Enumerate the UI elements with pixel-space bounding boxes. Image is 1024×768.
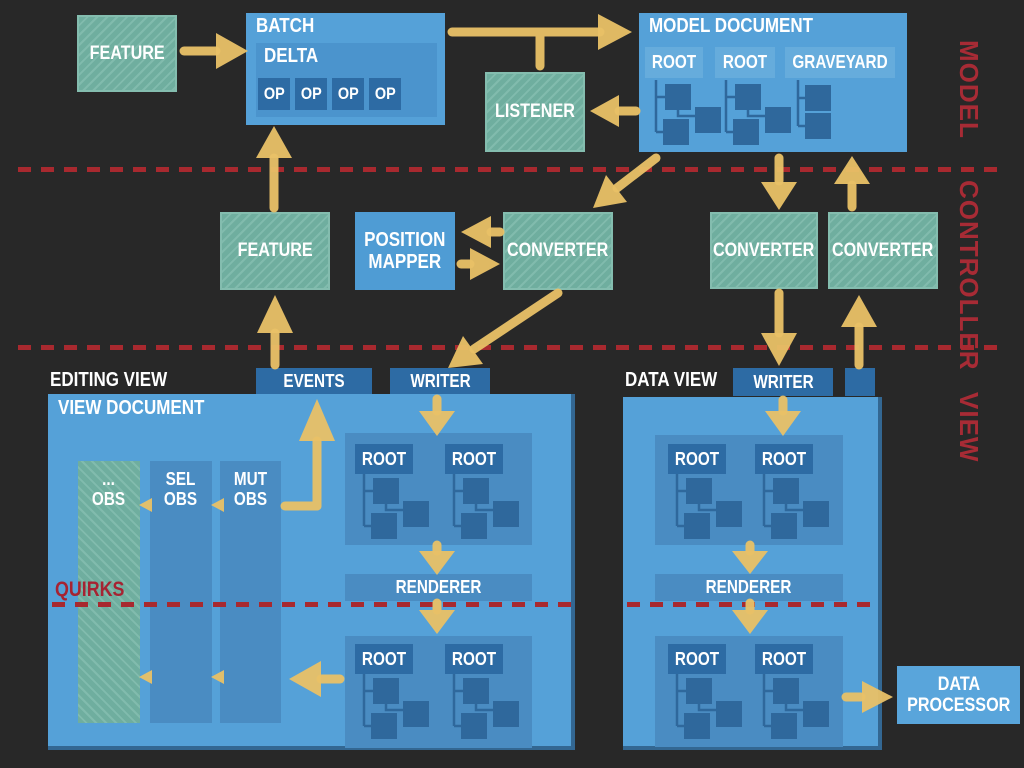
observer-line2: OBS bbox=[92, 489, 126, 510]
data-processor-box: DATA PROCESSOR bbox=[897, 666, 1020, 724]
converter-box: CONVERTER bbox=[503, 212, 613, 290]
root-tab: ROOT bbox=[755, 644, 813, 674]
delta-title: DELTA bbox=[264, 45, 319, 67]
observer-line2: OBS bbox=[164, 489, 198, 510]
view-document-title: VIEW DOCUMENT bbox=[58, 397, 205, 419]
op-box: OP bbox=[258, 78, 290, 110]
layer-label-model: MODEL bbox=[954, 40, 984, 139]
position-mapper-box: POSITION MAPPER bbox=[355, 212, 455, 290]
roots-panel-bottom: ROOT ROOT bbox=[655, 636, 843, 747]
roots-panel-top: ROOT ROOT bbox=[345, 433, 532, 545]
converter-box: CONVERTER bbox=[828, 212, 938, 289]
data-view-heading: DATA VIEW bbox=[625, 369, 718, 391]
feature-box-controller: FEATURE bbox=[220, 212, 330, 290]
root-tab: ROOT bbox=[355, 444, 413, 474]
feature-label: FEATURE bbox=[237, 240, 313, 261]
quirks-divider bbox=[52, 602, 571, 607]
root-tab: ROOT bbox=[668, 644, 726, 674]
renderer-bar: RENDERER bbox=[655, 574, 843, 601]
observer-line1: ... bbox=[102, 469, 116, 489]
root-tab: ROOT bbox=[355, 644, 413, 674]
layer-label-view: VIEW bbox=[954, 392, 984, 463]
writer-tab-data: WRITER bbox=[733, 368, 833, 396]
node-tree-graveyard bbox=[796, 80, 831, 139]
editing-view-heading: EDITING VIEW bbox=[50, 369, 168, 391]
events-tab: EVENTS bbox=[256, 368, 372, 394]
roots-panel-top: ROOT ROOT bbox=[655, 435, 843, 545]
renderer-divider bbox=[627, 602, 878, 607]
converter-label: CONVERTER bbox=[832, 239, 934, 261]
node-tree bbox=[762, 474, 829, 539]
roots-panel-bottom: ROOT ROOT bbox=[345, 636, 532, 748]
root-tab: ROOT bbox=[715, 47, 775, 78]
graveyard-tab: GRAVEYARD bbox=[785, 47, 895, 78]
observer-line1: MUT bbox=[233, 469, 268, 489]
data-view-box: ROOT ROOT RENDERER ROOT ROOT bbox=[623, 397, 882, 750]
converter-label: CONVERTER bbox=[507, 240, 609, 261]
op-box: OP bbox=[369, 78, 401, 110]
position-mapper-line1: POSITION bbox=[364, 228, 446, 251]
root-tab: ROOT bbox=[668, 444, 726, 474]
node-tree bbox=[452, 474, 519, 539]
quirks-label: QUIRKS bbox=[55, 578, 125, 601]
data-processor-line2: PROCESSOR bbox=[906, 695, 1011, 716]
position-mapper-line2: MAPPER bbox=[368, 251, 442, 273]
node-tree bbox=[675, 474, 742, 539]
node-tree bbox=[724, 80, 791, 145]
node-tree bbox=[654, 80, 721, 145]
node-tree bbox=[452, 674, 519, 739]
model-controller-divider bbox=[18, 167, 1006, 172]
view-document-box: VIEW DOCUMENT ... OBS SEL OBS MUT OBS QU… bbox=[48, 394, 575, 750]
batch-title: BATCH bbox=[256, 15, 315, 37]
listener-box: LISTENER bbox=[485, 72, 585, 152]
root-tab: ROOT bbox=[645, 47, 703, 78]
observer-line1: SEL bbox=[166, 469, 196, 489]
delta-box: DELTA OP OP OP OP bbox=[256, 43, 437, 117]
renderer-bar: RENDERER bbox=[345, 574, 532, 601]
op-box: OP bbox=[295, 78, 327, 110]
node-tree bbox=[362, 474, 429, 539]
listener-label: LISTENER bbox=[495, 101, 575, 122]
model-document-box: MODEL DOCUMENT ROOT ROOT GRAVEYARD bbox=[639, 13, 907, 152]
batch-box: BATCH DELTA OP OP OP OP bbox=[246, 13, 445, 125]
observer-column-generic: ... OBS bbox=[78, 461, 140, 723]
root-tab: ROOT bbox=[755, 444, 813, 474]
converter-label: CONVERTER bbox=[713, 239, 815, 261]
data-processor-line1: DATA bbox=[937, 673, 980, 695]
controller-view-divider bbox=[18, 345, 1006, 350]
writer-tab-editing: WRITER bbox=[390, 368, 490, 394]
feature-box-model: FEATURE bbox=[77, 15, 177, 92]
feature-label: FEATURE bbox=[89, 42, 165, 64]
converter-box: CONVERTER bbox=[710, 212, 818, 289]
observer-column-mut: MUT OBS bbox=[220, 461, 281, 723]
node-tree bbox=[675, 674, 742, 739]
blank-tab bbox=[845, 368, 875, 396]
node-tree bbox=[362, 674, 429, 739]
observer-line2: OBS bbox=[233, 489, 268, 510]
observer-column-sel: SEL OBS bbox=[150, 461, 212, 723]
model-document-title: MODEL DOCUMENT bbox=[649, 15, 814, 37]
op-box: OP bbox=[332, 78, 364, 110]
root-tab: ROOT bbox=[445, 644, 503, 674]
layer-label-controller: CONTROLLER bbox=[954, 180, 984, 371]
root-tab: ROOT bbox=[445, 444, 503, 474]
node-tree bbox=[762, 674, 829, 739]
